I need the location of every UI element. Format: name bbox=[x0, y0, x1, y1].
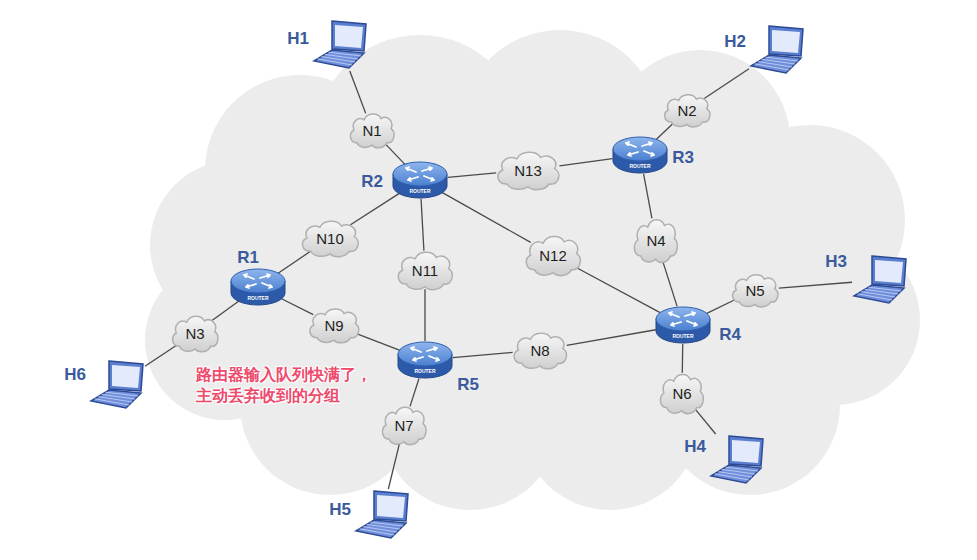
laptop-icon bbox=[852, 254, 908, 306]
host-node: H1 bbox=[312, 19, 368, 71]
network-name: N6 bbox=[670, 385, 693, 402]
network-link bbox=[567, 330, 656, 346]
host-name: H5 bbox=[329, 500, 351, 520]
router-node: R2ROUTER bbox=[392, 161, 448, 199]
laptop-icon bbox=[749, 24, 805, 76]
laptop-icon bbox=[354, 489, 410, 541]
network-link bbox=[356, 334, 400, 351]
host-node: H6 bbox=[89, 359, 145, 411]
network-cloud: N11 bbox=[394, 249, 456, 291]
host-node: H3 bbox=[852, 254, 908, 306]
network-link bbox=[576, 267, 661, 313]
router-name: R4 bbox=[719, 325, 741, 345]
network-cloud: N9 bbox=[306, 306, 362, 344]
router-name: R5 bbox=[457, 375, 479, 395]
router-name: R3 bbox=[672, 148, 694, 168]
network-link bbox=[644, 174, 652, 218]
router-node: R5ROUTER bbox=[397, 341, 453, 379]
host-name: H1 bbox=[287, 29, 309, 49]
network-name: N13 bbox=[512, 162, 544, 179]
router-brand: ROUTER bbox=[655, 333, 711, 339]
laptop-icon bbox=[709, 434, 765, 486]
network-cloud: N12 bbox=[522, 233, 584, 277]
network-name: N10 bbox=[314, 230, 346, 247]
network-name: N11 bbox=[410, 262, 440, 279]
router-name: R1 bbox=[237, 248, 259, 268]
host-name: H3 bbox=[825, 252, 847, 272]
network-cloud: N13 bbox=[493, 149, 563, 191]
router-node: R3ROUTER bbox=[612, 136, 668, 174]
network-link bbox=[145, 345, 177, 366]
host-node: H5 bbox=[354, 489, 410, 541]
network-link bbox=[559, 159, 612, 166]
network-link bbox=[386, 144, 405, 164]
network-link bbox=[706, 300, 736, 314]
network-link bbox=[212, 301, 239, 320]
network-link bbox=[388, 444, 399, 489]
network-link bbox=[410, 379, 419, 407]
network-name: N3 bbox=[183, 325, 206, 342]
network-cloud: N6 bbox=[657, 371, 706, 415]
network-link bbox=[350, 193, 399, 225]
network-cloud: N1 bbox=[347, 111, 397, 149]
network-cloud: N8 bbox=[510, 330, 570, 370]
network-link bbox=[656, 123, 673, 139]
network-link bbox=[278, 252, 310, 274]
network-name: N12 bbox=[537, 247, 569, 264]
laptop-icon bbox=[312, 19, 368, 71]
network-link bbox=[281, 298, 314, 314]
network-name: N1 bbox=[360, 122, 383, 139]
network-link bbox=[453, 352, 513, 357]
host-name: H4 bbox=[684, 437, 706, 457]
network-name: N8 bbox=[528, 342, 551, 359]
network-name: N7 bbox=[392, 417, 415, 434]
network-cloud: N4 bbox=[631, 216, 680, 264]
network-link bbox=[779, 282, 852, 288]
network-link bbox=[442, 192, 531, 242]
network-link bbox=[350, 71, 366, 113]
network-link bbox=[695, 409, 715, 434]
router-node: R4ROUTER bbox=[655, 306, 711, 344]
router-brand: ROUTER bbox=[397, 368, 453, 374]
router-brand: ROUTER bbox=[612, 163, 668, 169]
network-name: N9 bbox=[322, 317, 345, 334]
network-link bbox=[682, 344, 684, 373]
network-cloud: N7 bbox=[379, 404, 429, 446]
host-name: H2 bbox=[724, 32, 746, 52]
callout-note: 路由器输入队列快满了， 主动丢弃收到的分组 bbox=[196, 364, 388, 406]
network-link bbox=[448, 173, 496, 177]
router-brand: ROUTER bbox=[230, 295, 286, 301]
network-link bbox=[421, 199, 424, 251]
network-cloud: N5 bbox=[729, 272, 781, 308]
host-node: H2 bbox=[749, 24, 805, 76]
network-cloud: N3 bbox=[169, 313, 221, 353]
network-link bbox=[424, 289, 425, 341]
router-name: R2 bbox=[361, 172, 383, 192]
host-node: H4 bbox=[709, 434, 765, 486]
network-cloud: N2 bbox=[661, 92, 713, 128]
host-name: H6 bbox=[64, 365, 86, 385]
network-link bbox=[704, 69, 749, 99]
network-link bbox=[663, 261, 677, 306]
router-brand: ROUTER bbox=[392, 188, 448, 194]
router-node: R1ROUTER bbox=[230, 268, 286, 306]
network-name: N4 bbox=[644, 232, 667, 249]
network-name: N5 bbox=[743, 282, 766, 299]
laptop-icon bbox=[89, 359, 145, 411]
network-name: N2 bbox=[675, 102, 698, 119]
network-cloud: N10 bbox=[298, 218, 362, 258]
